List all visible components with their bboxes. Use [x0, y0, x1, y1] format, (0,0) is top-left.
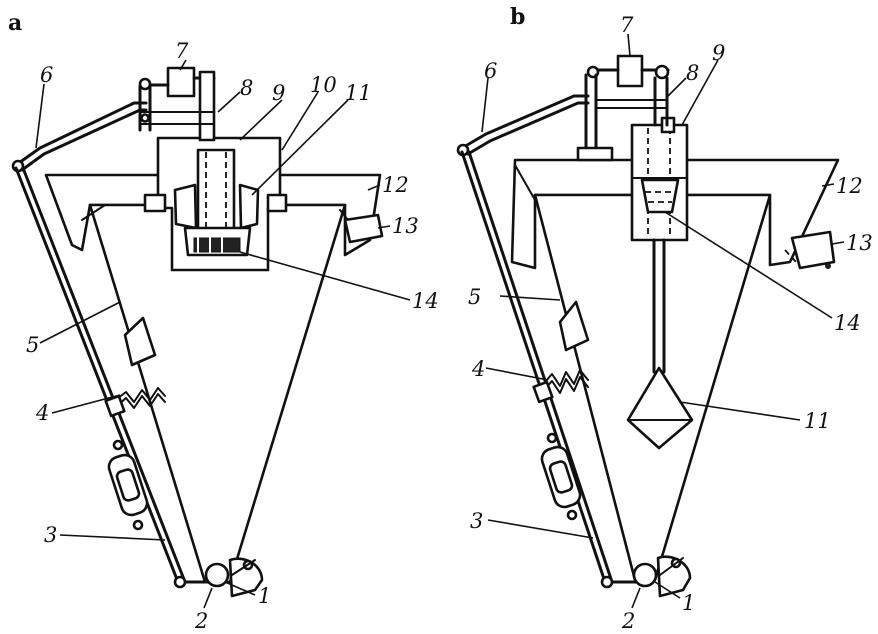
panel-b-shaft	[632, 562, 658, 588]
panel-b-label-7: 7	[620, 13, 634, 37]
panel-a-label-12: 12	[382, 173, 409, 197]
panel-b-drive	[576, 54, 670, 162]
panel-a-label-8: 8	[240, 76, 253, 100]
panel-b-lever-frame	[456, 94, 692, 598]
panel-a-label-5: 5	[26, 333, 39, 357]
panel-a-bracket	[123, 316, 157, 367]
panel-a-valve	[193, 237, 241, 253]
panel-a-label-10: 10	[310, 73, 337, 97]
panel-b-valve-cone	[640, 178, 680, 214]
panel-a-spring	[117, 387, 166, 403]
panel-a-lever-frame	[11, 101, 264, 598]
panel-b-motor	[616, 54, 644, 88]
panel-b-label-4: 4	[471, 357, 485, 381]
panel-a-motor	[166, 66, 196, 98]
panel-b-label-14: 14	[834, 311, 861, 335]
panel-a-label-3: 3	[44, 523, 57, 547]
panel-a-label-13: 13	[392, 214, 419, 238]
panel-b-label-12: 12	[836, 174, 863, 198]
panel-a-label-9: 9	[272, 81, 285, 105]
panel-a-rod	[14, 166, 180, 584]
panel-a-label-1: 1	[258, 584, 271, 608]
panel-a-feeder-housing	[143, 136, 288, 272]
panel-b-label-8: 8	[686, 61, 699, 85]
panel-a-lever	[14, 101, 148, 167]
panel-b-label-6: 6	[484, 59, 497, 83]
panel-b: b	[456, 4, 873, 633]
panel-a-side-block-left	[173, 183, 198, 230]
panel-b-label-13: 13	[846, 231, 873, 255]
panel-a-spout	[343, 213, 384, 244]
panel-b-spring	[544, 369, 589, 387]
panel-a-shaft	[204, 562, 230, 588]
panel-b-lever	[460, 94, 590, 150]
panel-a-shutter	[228, 557, 264, 598]
panel-b-bracket	[558, 300, 590, 352]
panel-b-shutter	[656, 555, 692, 598]
panel-b-leaders	[481, 33, 845, 609]
panel-a-label-11: 11	[345, 81, 372, 105]
panel-a-leaders	[35, 59, 411, 609]
panel-a-label-14: 14	[412, 289, 439, 313]
panel-a-label-2: 2	[194, 609, 208, 633]
panel-b-label-9: 9	[712, 41, 725, 65]
panel-b-label-5: 5	[468, 285, 481, 309]
panel-a-label-6: 6	[40, 63, 53, 87]
panel-b-letter: b	[510, 4, 525, 30]
panel-a-feed-tube	[196, 148, 236, 232]
panel-a-label-7: 7	[175, 39, 189, 63]
panel-a-side-block-right	[238, 183, 260, 230]
panel-b-label-1: 1	[682, 591, 695, 615]
panel-a-drive	[138, 66, 216, 142]
panel-b-label-3: 3	[470, 509, 483, 533]
panel-a-letter: a	[8, 10, 22, 36]
panel-b-rod	[460, 150, 607, 584]
panel-a: a	[8, 10, 439, 633]
panel-a-label-4: 4	[35, 401, 49, 425]
panel-b-spout	[790, 230, 836, 270]
panel-b-label-11: 11	[804, 409, 831, 433]
panel-b-label-2: 2	[621, 609, 635, 633]
